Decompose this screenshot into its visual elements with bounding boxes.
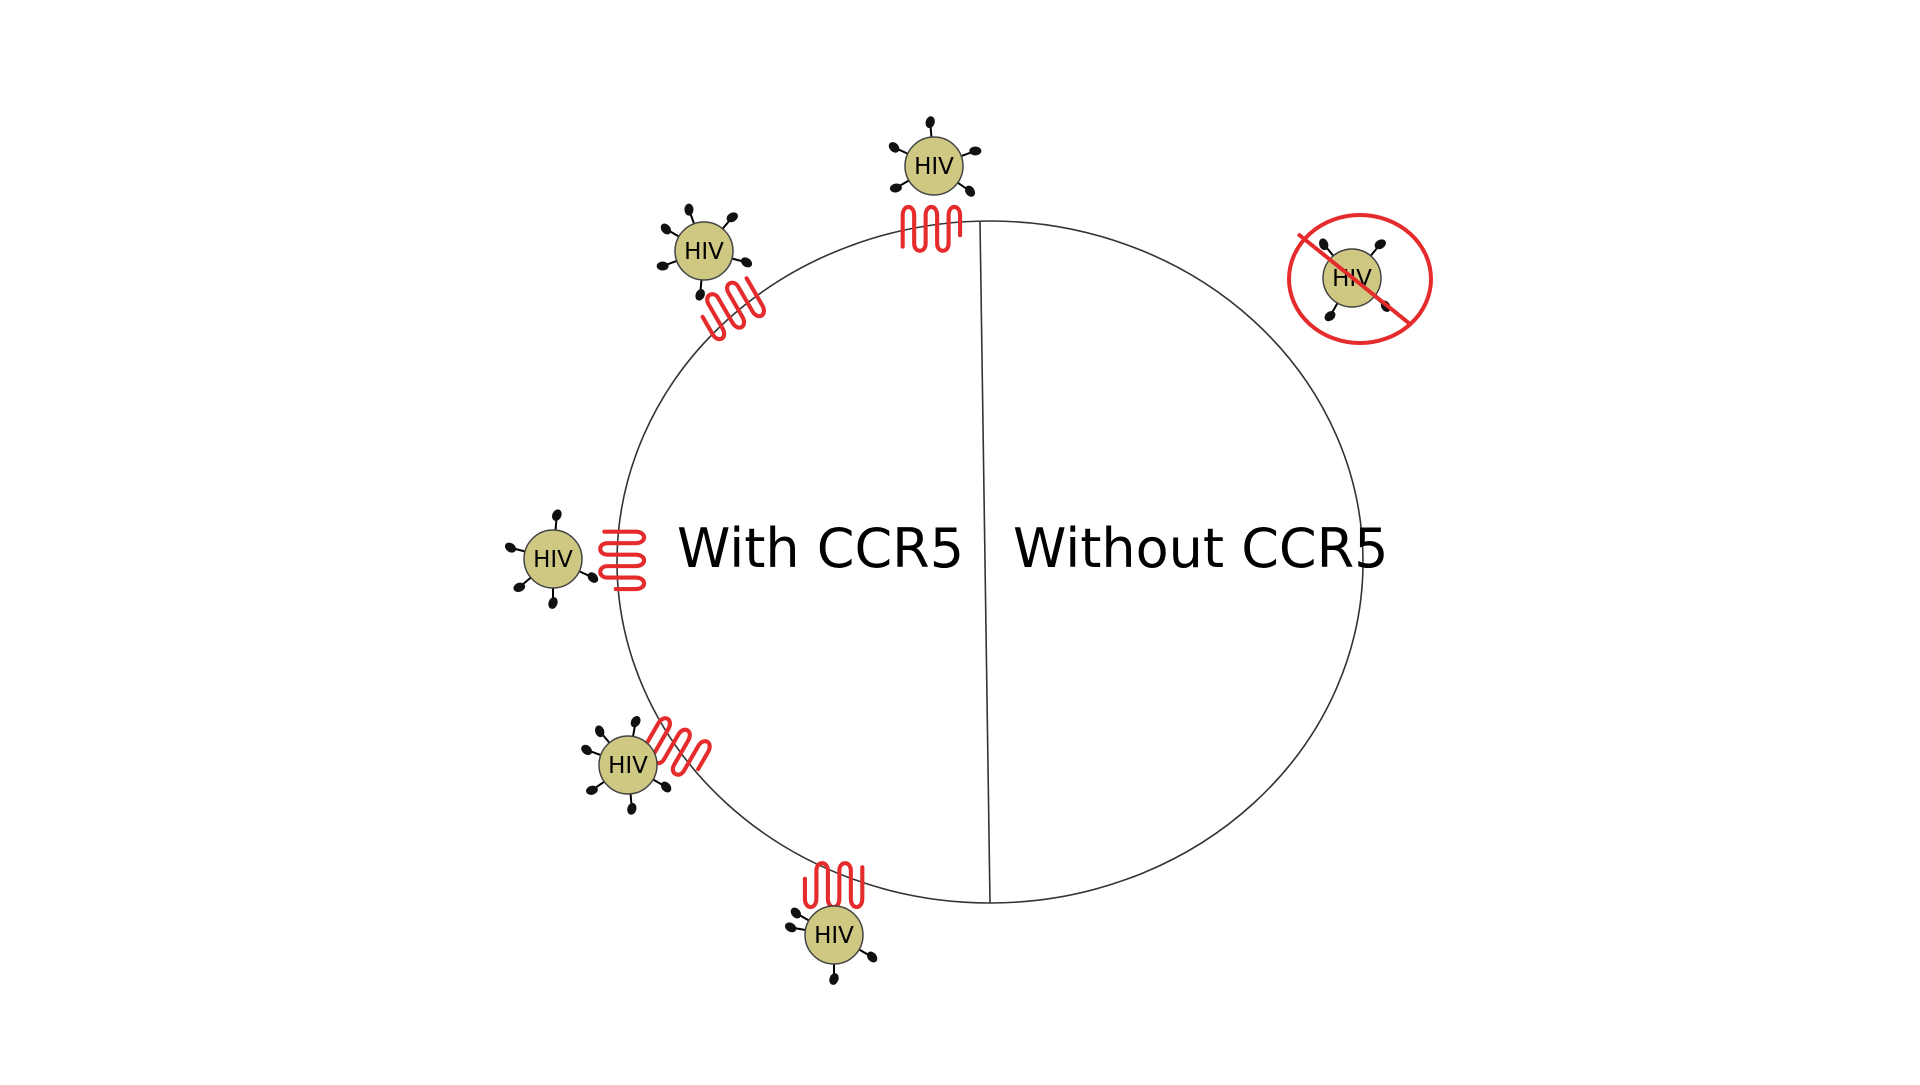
ccr5-receptors xyxy=(598,204,963,910)
blocked-virus: HIV xyxy=(1287,213,1433,345)
virus-capsule xyxy=(523,529,583,589)
spike-knob xyxy=(513,582,526,592)
hiv-viruses: HIV HIV HIV HIV HIV xyxy=(504,116,982,985)
virus-capsule xyxy=(674,221,734,281)
virus-capsule xyxy=(904,136,964,196)
spike-knob xyxy=(684,203,694,216)
no-entry-icon xyxy=(1287,213,1433,345)
receptor-upper-left xyxy=(700,276,766,342)
virus-label: HIV xyxy=(533,547,573,573)
virus-left: HIV xyxy=(504,509,599,609)
virus-bottom: HIV xyxy=(785,905,878,985)
spike-knob xyxy=(695,289,705,301)
spike-knob xyxy=(595,725,605,738)
spike-knob xyxy=(740,257,753,268)
spike-knob xyxy=(586,785,598,795)
spike-knob xyxy=(889,183,902,193)
virus-capsule xyxy=(598,735,658,795)
cell-divider-line xyxy=(979,220,991,904)
virus-top: HIV xyxy=(888,116,982,197)
virus-upper-left: HIV xyxy=(656,203,753,301)
spike-knob xyxy=(888,142,900,153)
spike-knob xyxy=(964,185,976,197)
spike-knob xyxy=(660,781,672,793)
spike-knob xyxy=(1374,239,1386,250)
virus-label: HIV xyxy=(684,239,724,265)
spike-knob xyxy=(790,907,802,919)
spike-knob xyxy=(552,509,562,521)
spike-knob xyxy=(627,802,637,815)
virus-capsule xyxy=(804,905,864,965)
virus-label: HIV xyxy=(914,154,954,180)
spike-knob xyxy=(504,542,517,553)
spike-knob xyxy=(925,116,935,129)
spike-knob xyxy=(656,261,669,271)
virus-lower-left: HIV xyxy=(581,716,672,815)
spike-knob xyxy=(660,223,672,235)
spike-knob xyxy=(587,572,599,583)
virus-label: HIV xyxy=(814,923,854,949)
spike-knob xyxy=(630,716,641,728)
receptor-lower-left xyxy=(640,716,712,777)
left-half-label: With CCR5 xyxy=(677,517,964,580)
cell xyxy=(616,220,1364,904)
receptor-left xyxy=(598,529,647,592)
right-half-label: Without CCR5 xyxy=(1013,517,1389,580)
spike-knob xyxy=(785,922,797,933)
spike-knob xyxy=(1319,238,1329,251)
virus-label: HIV xyxy=(608,753,648,779)
spike-knob xyxy=(829,973,839,985)
receptor-top xyxy=(900,204,963,253)
spike-knob xyxy=(726,212,738,223)
spike-knob xyxy=(581,744,593,756)
spike-knob xyxy=(969,146,982,156)
spike-knob xyxy=(866,951,878,963)
spike-knob xyxy=(1324,310,1336,322)
receptor-bottom xyxy=(802,861,865,910)
spike-knob xyxy=(548,597,558,609)
